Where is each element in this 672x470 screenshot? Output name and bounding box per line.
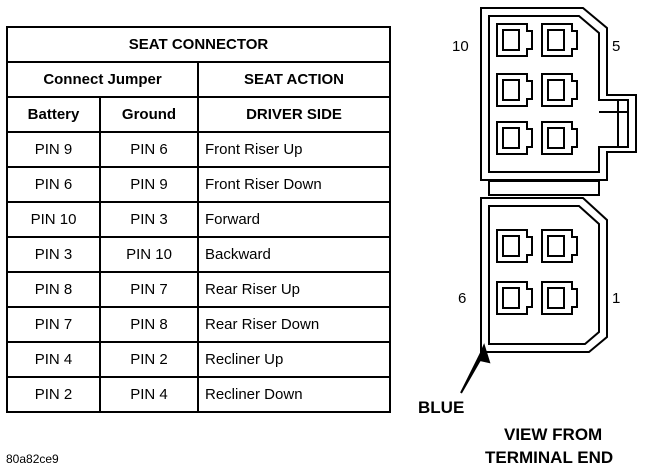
battery-pin-cell: PIN 6	[6, 166, 101, 203]
battery-pin-cell: PIN 10	[6, 201, 101, 238]
seat-action-cell: Rear Riser Up	[196, 271, 392, 308]
seat-action-cell: Recliner Up	[196, 341, 392, 378]
battery-header: Battery	[6, 96, 101, 133]
table-row: PIN 8 PIN 7 Rear Riser Up	[6, 271, 392, 308]
table-row: PIN 2 PIN 4 Recliner Down	[6, 376, 392, 413]
terminal-cavity	[496, 73, 533, 107]
terminal-cavity	[496, 229, 533, 263]
seat-action-header: SEAT ACTION	[196, 61, 392, 98]
connect-jumper-header: Connect Jumper	[6, 61, 199, 98]
view-from-label: VIEW FROM	[504, 425, 603, 444]
pin-label-1: 1	[612, 290, 621, 307]
terminal-cavity	[541, 121, 578, 155]
seat-connector-table: SEAT CONNECTOR Connect Jumper SEAT ACTIO…	[5, 26, 392, 413]
terminal-cavity	[496, 121, 533, 155]
terminal-cavities	[496, 23, 578, 315]
figure-id-caption: 80a82ce9	[6, 452, 59, 466]
terminal-cavity	[541, 23, 578, 57]
divider-rib	[488, 180, 600, 196]
ground-pin-cell: PIN 10	[99, 236, 199, 273]
blue-wire-arrow	[460, 343, 491, 394]
battery-pin-cell: PIN 4	[6, 341, 101, 378]
table-row: PIN 9 PIN 6 Front Riser Up	[6, 131, 392, 168]
seat-action-cell: Forward	[196, 201, 392, 238]
ground-pin-cell: PIN 2	[99, 341, 199, 378]
driver-side-header: DRIVER SIDE	[196, 96, 392, 133]
battery-pin-cell: PIN 2	[6, 376, 101, 413]
terminal-cavity	[541, 229, 578, 263]
seat-action-cell: Rear Riser Down	[196, 306, 392, 343]
pin-label-6: 6	[458, 290, 467, 307]
terminal-end-label: TERMINAL END	[485, 448, 614, 467]
terminal-cavity	[496, 23, 533, 57]
battery-pin-cell: PIN 3	[6, 236, 101, 273]
pin-label-5: 5	[612, 38, 621, 55]
terminal-cavity	[541, 73, 578, 107]
seat-action-cell: Front Riser Down	[196, 166, 392, 203]
pin-label-10: 10	[452, 38, 469, 55]
table-row: PIN 3 PIN 10 Backward	[6, 236, 392, 273]
seat-action-cell: Front Riser Up	[196, 131, 392, 168]
ground-pin-cell: PIN 9	[99, 166, 199, 203]
ground-pin-cell: PIN 3	[99, 201, 199, 238]
blue-wire-label: BLUE	[418, 398, 465, 417]
battery-pin-cell: PIN 9	[6, 131, 101, 168]
ground-header: Ground	[99, 96, 199, 133]
ground-pin-cell: PIN 4	[99, 376, 199, 413]
terminal-cavity	[541, 281, 578, 315]
ground-pin-cell: PIN 7	[99, 271, 199, 308]
terminal-cavity	[496, 281, 533, 315]
ground-pin-cell: PIN 6	[99, 131, 199, 168]
seat-action-cell: Backward	[196, 236, 392, 273]
battery-pin-cell: PIN 8	[6, 271, 101, 308]
ground-pin-cell: PIN 8	[99, 306, 199, 343]
lower-housing	[480, 197, 608, 353]
table-row: PIN 6 PIN 9 Front Riser Down	[6, 166, 392, 203]
seat-action-cell: Recliner Down	[196, 376, 392, 413]
table-row: PIN 7 PIN 8 Rear Riser Down	[6, 306, 392, 343]
table-title: SEAT CONNECTOR	[5, 26, 392, 63]
battery-pin-cell: PIN 7	[6, 306, 101, 343]
table-row: PIN 4 PIN 2 Recliner Up	[6, 341, 392, 378]
table-row: PIN 10 PIN 3 Forward	[6, 201, 392, 238]
